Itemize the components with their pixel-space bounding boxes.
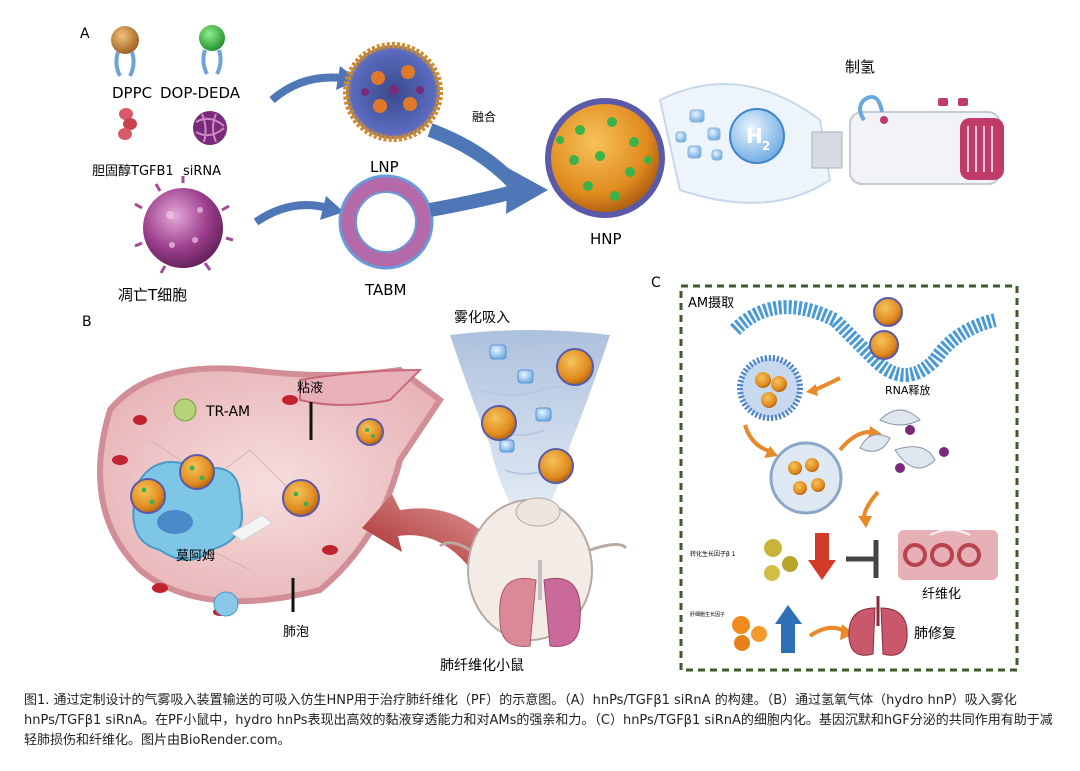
panel-b-letter: B — [82, 314, 92, 330]
mist-column-icon — [450, 330, 610, 535]
inhibit-bar-icon — [846, 540, 879, 578]
tabm-ring-icon — [338, 174, 434, 270]
flow-arrow-4-head — [858, 516, 872, 528]
mucus-label: 粘液 — [297, 381, 323, 396]
rna-release-icon — [859, 409, 949, 473]
sirna-label: siRNA — [183, 164, 221, 179]
fibrotic-tissue-icon — [898, 529, 998, 580]
flow-arrow-4 — [862, 490, 880, 519]
lipid-dop-deda-icon — [199, 25, 225, 75]
nebulizer-chamber: H 2 — [658, 83, 843, 204]
cholesterol-tgfb1-label: 胆固醇TGFB1 — [92, 163, 174, 179]
tr-am-label: TR-AM — [205, 404, 250, 420]
caption-end: 。 — [277, 733, 291, 748]
flow-arrow-5 — [808, 625, 848, 638]
dppc-label: DPPC — [112, 84, 152, 102]
flow-arrow-5-head — [840, 624, 854, 640]
hnp-icon — [545, 98, 665, 218]
flow-arrow-1-head — [806, 384, 818, 396]
h2-subscript: 2 — [762, 139, 770, 153]
panel-c-letter: C — [651, 275, 661, 291]
endosome-icon — [737, 355, 803, 421]
alveolus-surface-cell-icon — [213, 591, 239, 617]
mucin-label: 莫阿姆 — [176, 549, 215, 564]
fusion-label: 融合 — [472, 109, 496, 124]
arrow-to-tabm-head — [320, 196, 344, 220]
figure-canvas: A DPPC DOP-DEDA 胆固醇TGFB1 siRNA — [80, 25, 1019, 674]
panel-c-frame — [679, 284, 1019, 672]
panel-b: B TR-AM — [82, 310, 628, 674]
hgf-particles-icon — [732, 616, 767, 651]
panel-c: C AM摄取 RNA释放 — [651, 275, 1019, 672]
h2-symbol: H — [746, 124, 763, 148]
up-arrow-icon — [775, 605, 802, 653]
hydrogen-generator-icon — [849, 95, 1004, 185]
entry-arrow — [231, 514, 273, 542]
arrow-to-tabm — [253, 201, 330, 226]
dop-deda-label: DOP-DEDA — [160, 84, 241, 102]
fusion-arrow-head — [506, 168, 548, 214]
sirna-icon — [193, 111, 227, 145]
flow-arrow-2 — [743, 424, 770, 453]
nanoparticles-in-alveolus — [130, 418, 384, 517]
tgf-beta-particles-icon — [764, 539, 798, 581]
hnp-label: HNP — [590, 230, 622, 248]
lung-repair-label: 肺修复 — [914, 625, 956, 642]
mouse-icon — [439, 497, 628, 641]
rna-release-label: RNA释放 — [885, 383, 930, 397]
apoptotic-t-cell-label: 凋亡T细胞 — [118, 286, 187, 304]
flow-arrow-2-head — [764, 446, 778, 458]
nebulized-inhalation-label: 雾化吸入 — [454, 310, 510, 326]
cholesterol-icon — [118, 108, 137, 140]
repaired-lung-icon — [848, 596, 908, 656]
alveolus-label: 肺泡 — [283, 625, 309, 640]
down-arrow-icon — [808, 533, 836, 580]
fusion-arrow-upper — [427, 123, 526, 195]
hydrogen-generation-label: 制氢 — [845, 58, 875, 76]
pf-mouse-label: 肺纤维化小鼠 — [440, 658, 524, 674]
hgf-label: 肝细胞生长因子 — [690, 611, 725, 618]
membrane-icon — [730, 297, 997, 382]
fibrosis-label: 纤维化 — [922, 587, 961, 602]
tr-am-cell-icon — [173, 398, 197, 422]
lysosome-icon — [769, 441, 843, 515]
caption-text: 图1. 通过定制设计的气雾吸入装置输送的可吸入仿生HNP用于治疗肺纤维化（PF）… — [24, 693, 1053, 748]
lnp-label: LNP — [370, 158, 399, 176]
am-uptake-label: AM摄取 — [688, 296, 734, 311]
figure-caption: 图1. 通过定制设计的气雾吸入装置输送的可吸入仿生HNP用于治疗肺纤维化（PF）… — [24, 691, 1064, 751]
tgf-beta1-label: 转化生长因子β 1 — [690, 550, 736, 558]
lnp-icon — [343, 42, 443, 142]
tabm-label: TABM — [364, 281, 407, 299]
panel-a-letter: A — [80, 26, 90, 42]
h2-bubble-icon: H 2 — [729, 108, 785, 164]
lung-icon — [499, 560, 581, 647]
lipid-dppc-icon — [111, 26, 139, 77]
panel-a: A DPPC DOP-DEDA 胆固醇TGFB1 siRNA — [80, 25, 1004, 304]
arrow-to-lnp — [269, 73, 343, 104]
apoptotic-t-cell-icon — [134, 176, 234, 274]
caption-credit-link[interactable]: BioRender.com — [180, 733, 278, 748]
